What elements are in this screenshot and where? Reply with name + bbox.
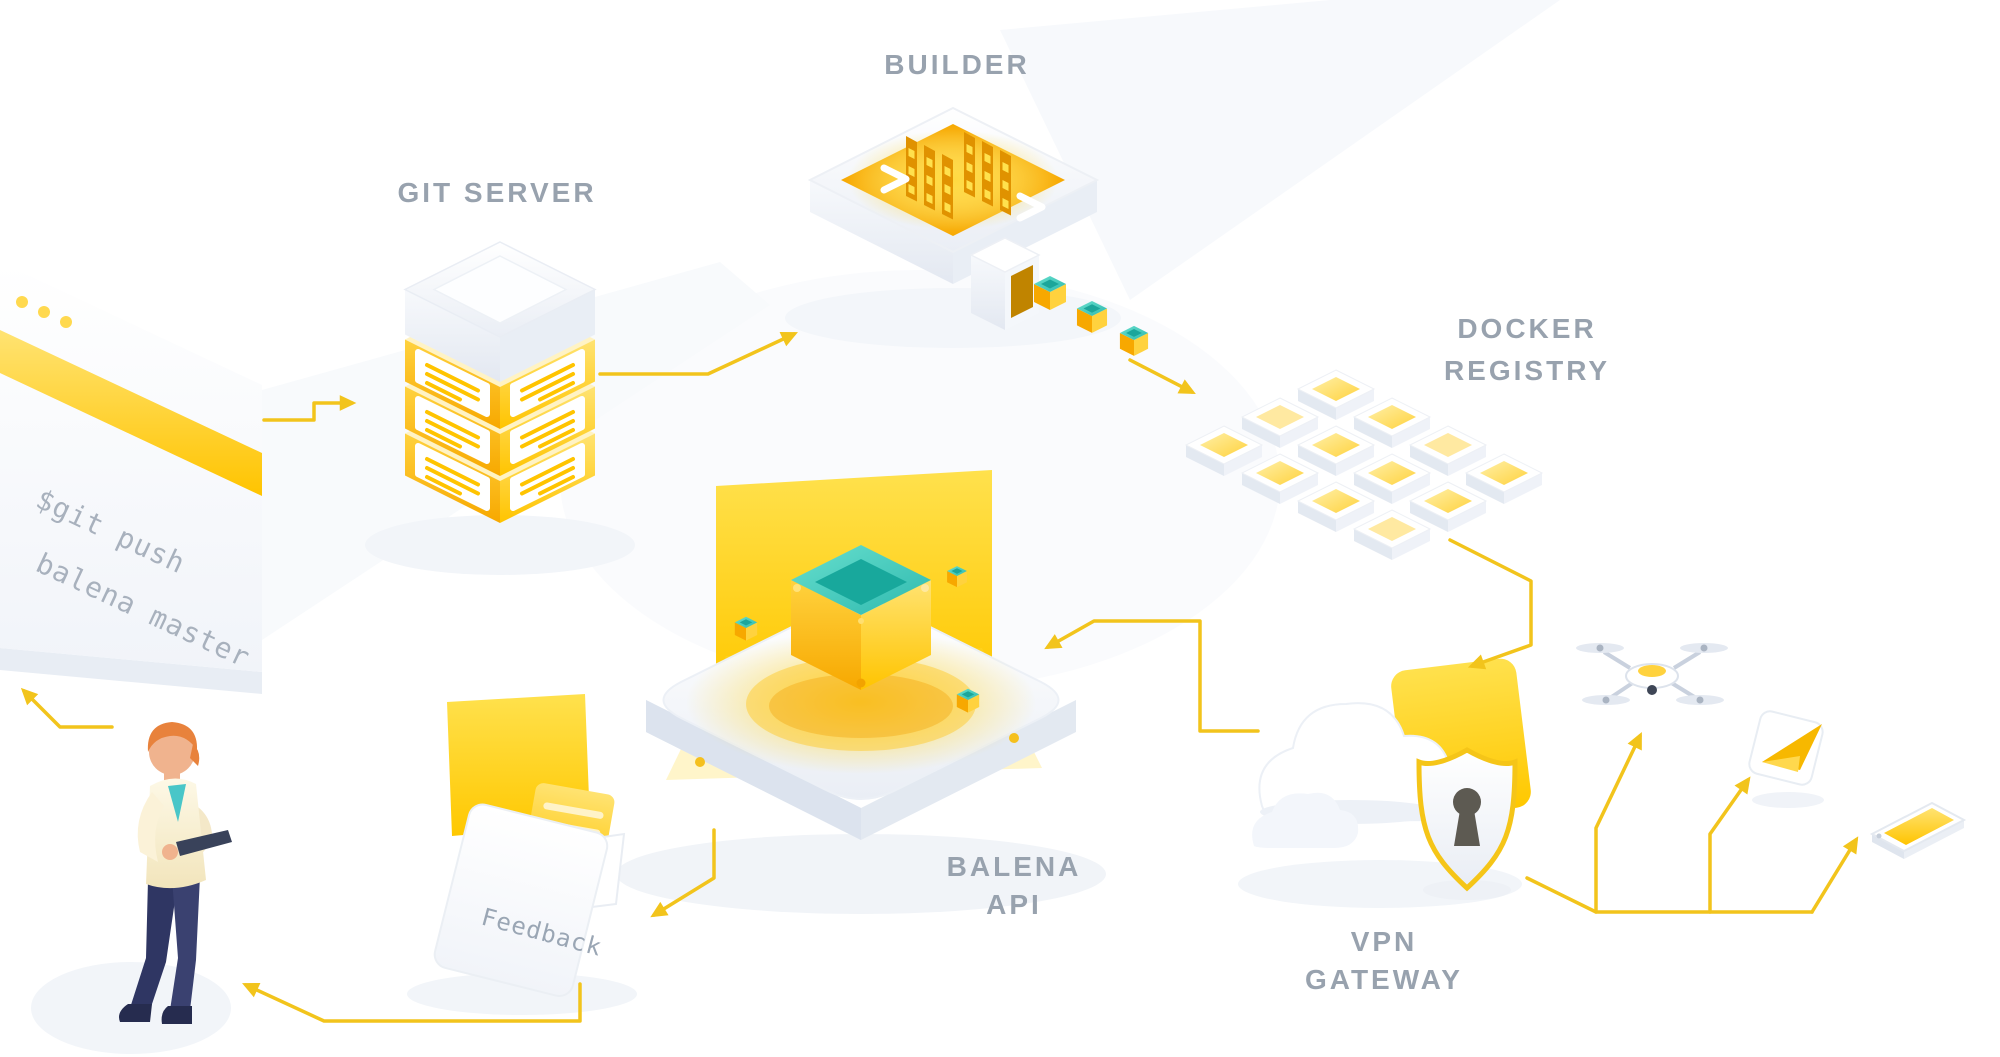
developer-figure <box>31 722 232 1054</box>
builder-machine <box>785 106 1121 348</box>
window-control-dots <box>16 296 72 328</box>
vpn-label-line1: VPN <box>1351 926 1418 957</box>
arrow-gitserver-to-builder <box>598 332 798 376</box>
arrow-registry-to-vpn <box>1448 538 1533 670</box>
api-sparkle <box>1009 733 1019 743</box>
device-phone <box>1869 801 1967 859</box>
node-labels: GIT SERVER BUILDER DOCKER REGISTRY BALEN… <box>397 49 1610 995</box>
flow-arrows <box>20 332 1859 1023</box>
git-server <box>365 241 635 575</box>
message-shadow <box>1752 792 1824 808</box>
phone-edge-left <box>1872 834 1904 859</box>
phone-screen <box>1884 808 1954 845</box>
git-server-shadow <box>365 515 635 575</box>
terminal-base-edge <box>0 648 262 694</box>
arrow-to-phone <box>1810 836 1859 914</box>
paper-plane-icon <box>1762 724 1822 772</box>
builder-shadow <box>785 288 1121 348</box>
api-sparkle <box>695 757 705 767</box>
git-server-label: GIT SERVER <box>397 177 596 208</box>
developer-hair <box>147 722 198 752</box>
arrow-vpn-to-devices-trunk <box>1525 876 1814 914</box>
builder-exit-door <box>969 237 1041 330</box>
api-platform-side-left <box>646 700 861 840</box>
api-platform-glow <box>686 630 1036 774</box>
developer-tablet <box>176 830 232 856</box>
drone-rotors <box>1576 643 1728 705</box>
developer-right-shoe <box>161 1006 192 1024</box>
docker-registry-label-line2: REGISTRY <box>1444 355 1610 386</box>
arrow-feedback-to-developer <box>242 982 582 1023</box>
developer-head <box>149 729 195 775</box>
developer-shirt <box>168 784 186 822</box>
shield-lock-icon <box>1416 747 1518 900</box>
drone-camera <box>1647 685 1657 695</box>
developer-hair-back <box>190 744 200 766</box>
small-cloud-icon <box>1252 792 1359 848</box>
api-platform-glow-core <box>746 657 976 751</box>
arrow-developer-to-terminal <box>20 687 114 729</box>
drone-canopy <box>1638 665 1666 677</box>
git-server-top-unit <box>403 241 597 382</box>
arrow-api-to-feedback <box>650 828 716 918</box>
builder-flow-chevrons <box>880 164 1046 222</box>
phone-home-button <box>1876 833 1882 839</box>
arrow-terminal-to-gitserver <box>262 395 357 422</box>
vpn-label-line2: GATEWAY <box>1305 964 1463 995</box>
arrow-to-message <box>1708 776 1751 914</box>
api-cube-shadow <box>769 674 953 738</box>
phone-edge-right <box>1904 820 1964 859</box>
balena-api-node <box>616 470 1106 914</box>
developer-right-leg <box>170 876 200 1010</box>
device-message <box>1748 710 1824 808</box>
builder-door-opening <box>1011 265 1033 318</box>
api-main-cube <box>791 545 931 690</box>
builder-label: BUILDER <box>884 49 1029 80</box>
registry-tile <box>1353 509 1431 561</box>
balena-api-label-line2: API <box>986 889 1042 920</box>
balena-api-label-line1: BALENA <box>947 851 1082 882</box>
terminal-window: $git push balena master <box>0 262 262 694</box>
feedback-card <box>433 803 609 997</box>
background-beam-topright <box>1000 0 1560 300</box>
arrow-vpn-to-api <box>1044 619 1260 733</box>
developer-hand <box>162 844 178 860</box>
docker-registry-label-line1: DOCKER <box>1457 313 1596 344</box>
vpn-cloud-node <box>1238 658 1531 908</box>
builder-rim-left-face <box>810 180 953 284</box>
api-platform-shadow <box>616 834 1106 914</box>
device-drone <box>1576 643 1728 705</box>
developer-left-leg <box>130 880 178 1010</box>
arrow-builder-to-registry <box>1128 358 1196 395</box>
developer-left-shoe <box>119 1004 152 1022</box>
terminal-header-band <box>0 330 262 496</box>
developer-front-arm <box>137 792 164 862</box>
feedback-node: Feedback <box>407 694 637 1015</box>
arrow-to-drone <box>1594 732 1642 914</box>
